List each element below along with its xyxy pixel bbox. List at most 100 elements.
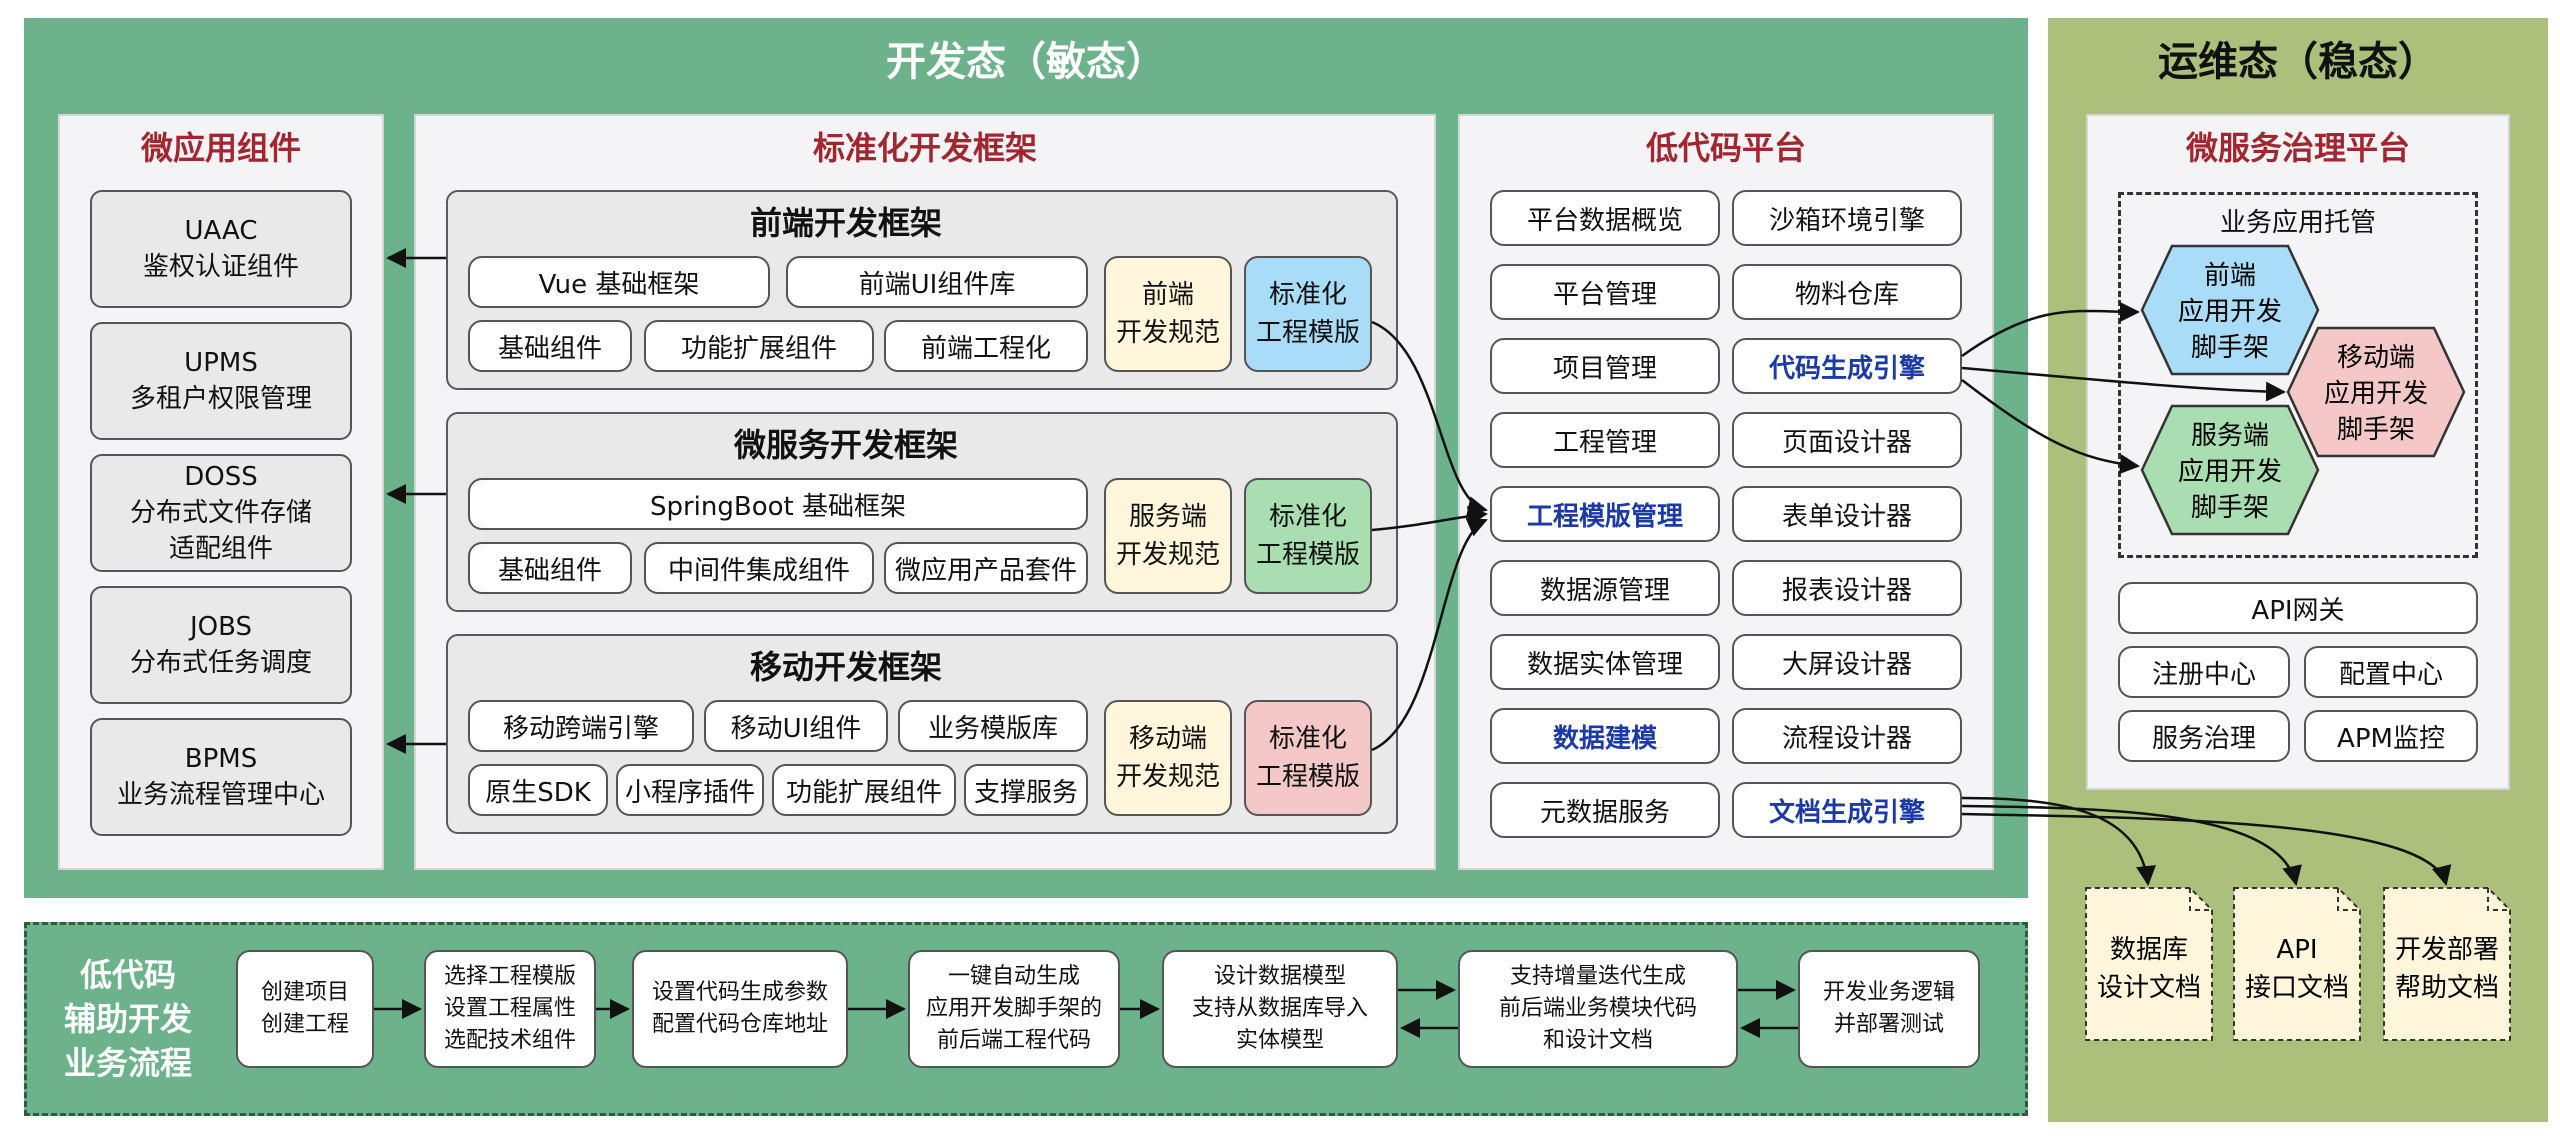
lc-workflow-designer[interactable]: 流程设计器 bbox=[1732, 708, 1962, 764]
svg-text:数据库: 数据库 bbox=[2110, 935, 2188, 965]
fe-ui-library[interactable]: 前端UI组件库 bbox=[786, 256, 1088, 308]
ops-title: 运维态（稳态） bbox=[2158, 39, 2438, 85]
micro-component-upms[interactable]: UPMS 多租户权限管理 bbox=[90, 322, 352, 440]
lc-entity-management[interactable]: 数据实体管理 bbox=[1490, 634, 1720, 690]
hosting-area bbox=[2118, 192, 2478, 558]
lc-platform-overview[interactable]: 平台数据概览 bbox=[1490, 190, 1720, 246]
svg-text:脚手架: 脚手架 bbox=[2191, 493, 2269, 523]
mb-template-library[interactable]: 业务模版库 bbox=[898, 700, 1088, 752]
flow-step-6[interactable]: 支持增量迭代生成 前后端业务模块代码 和设计文档 bbox=[1458, 950, 1738, 1068]
fe-vue-framework[interactable]: Vue 基础框架 bbox=[468, 256, 770, 308]
arrow-codegen-frontend bbox=[1961, 301, 2140, 358]
fe-basic-components[interactable]: 基础组件 bbox=[468, 320, 632, 372]
doc-db-design[interactable]: 数据库 设计文档 bbox=[2085, 887, 2213, 1041]
lc-codegen-engine[interactable]: 代码生成引擎 bbox=[1732, 338, 1962, 394]
arrow-codegen-server bbox=[1961, 379, 2140, 475]
lc-data-modeling[interactable]: 数据建模 bbox=[1490, 708, 1720, 764]
arrow-docgen-db bbox=[1961, 796, 2156, 886]
hex-mobile-scaffold[interactable]: 移动端 应用开发 脚手架 bbox=[2286, 326, 2466, 458]
hosting-title: 业务应用托管 bbox=[2219, 207, 2376, 238]
hex-frontend-scaffold[interactable]: 前端 应用开发 脚手架 bbox=[2140, 244, 2320, 376]
connectors bbox=[374, 248, 2452, 1038]
fe-std-template[interactable]: 标准化 工程模版 bbox=[1244, 256, 1372, 372]
lc-page-designer[interactable]: 页面设计器 bbox=[1732, 412, 1962, 468]
ms-dev-spec[interactable]: 服务端 开发规范 bbox=[1104, 478, 1232, 594]
dev-title: 开发态（敏态） bbox=[886, 39, 1166, 85]
ms-middleware-components[interactable]: 中间件集成组件 bbox=[644, 542, 874, 594]
std-framework-title: 标准化开发框架 bbox=[812, 129, 1037, 167]
frontend-framework-title: 前端开发框架 bbox=[749, 204, 942, 242]
flow-step-2[interactable]: 选择工程模版 设置工程属性 选配技术组件 bbox=[424, 950, 596, 1068]
flow-step-4[interactable]: 一键自动生成 应用开发脚手架的 前后端工程代码 bbox=[908, 950, 1120, 1068]
mb-cross-engine[interactable]: 移动跨端引擎 bbox=[468, 700, 694, 752]
mb-std-template[interactable]: 标准化 工程模版 bbox=[1244, 700, 1372, 816]
lc-engineering-management[interactable]: 工程管理 bbox=[1490, 412, 1720, 468]
svg-text:脚手架: 脚手架 bbox=[2337, 415, 2415, 445]
governance-title: 微服务治理平台 bbox=[2185, 129, 2410, 167]
svg-text:前端: 前端 bbox=[2204, 261, 2256, 291]
config-center[interactable]: 配置中心 bbox=[2304, 646, 2478, 698]
flow-label: 低代码 辅助开发 业务流程 bbox=[63, 956, 192, 1082]
arrow-docgen-api bbox=[1961, 804, 2302, 886]
svg-text:开发部署: 开发部署 bbox=[2395, 935, 2499, 965]
service-governance[interactable]: 服务治理 bbox=[2118, 710, 2290, 762]
microservice-framework-title: 微服务开发框架 bbox=[733, 426, 958, 464]
mb-extension-components[interactable]: 功能扩展组件 bbox=[772, 764, 956, 816]
mb-ui-components[interactable]: 移动UI组件 bbox=[704, 700, 888, 752]
api-gateway[interactable]: API网关 bbox=[2118, 582, 2478, 634]
fe-dev-spec[interactable]: 前端 开发规范 bbox=[1104, 256, 1232, 372]
lc-material-repo[interactable]: 物料仓库 bbox=[1732, 264, 1962, 320]
ms-std-template[interactable]: 标准化 工程模版 bbox=[1244, 478, 1372, 594]
lc-sandbox-engine[interactable]: 沙箱环境引擎 bbox=[1732, 190, 1962, 246]
fe-engineering[interactable]: 前端工程化 bbox=[884, 320, 1088, 372]
mb-native-sdk[interactable]: 原生SDK bbox=[468, 764, 608, 816]
micro-component-uaac[interactable]: UAAC 鉴权认证组件 bbox=[90, 190, 352, 308]
lowcode-title: 低代码平台 bbox=[1645, 129, 1806, 167]
mb-miniapp-plugin[interactable]: 小程序插件 bbox=[616, 764, 764, 816]
svg-text:设计文档: 设计文档 bbox=[2097, 973, 2201, 1003]
arrow-ms-template bbox=[1371, 506, 1488, 532]
flow-step-5[interactable]: 设计数据模型 支持从数据库导入 实体模型 bbox=[1162, 950, 1398, 1068]
lc-metadata-service[interactable]: 元数据服务 bbox=[1490, 782, 1720, 838]
micro-component-bpms[interactable]: BPMS 业务流程管理中心 bbox=[90, 718, 352, 836]
arrow-docgen-deploy bbox=[1961, 812, 2452, 886]
arrow-codegen-mobile bbox=[1961, 366, 2286, 402]
micro-component-doss[interactable]: DOSS 分布式文件存储 适配组件 bbox=[90, 454, 352, 572]
registry-center[interactable]: 注册中心 bbox=[2118, 646, 2290, 698]
lc-form-designer[interactable]: 表单设计器 bbox=[1732, 486, 1962, 542]
mb-dev-spec[interactable]: 移动端 开发规范 bbox=[1104, 700, 1232, 816]
ms-basic-components[interactable]: 基础组件 bbox=[468, 542, 632, 594]
svg-text:应用开发: 应用开发 bbox=[2324, 379, 2428, 409]
flow-step-3[interactable]: 设置代码生成参数 配置代码仓库地址 bbox=[632, 950, 848, 1068]
svg-text:帮助文档: 帮助文档 bbox=[2395, 973, 2499, 1003]
arrow-fe-template bbox=[1371, 320, 1488, 516]
svg-text:接口文档: 接口文档 bbox=[2245, 973, 2349, 1003]
ms-product-suite[interactable]: 微应用产品套件 bbox=[884, 542, 1088, 594]
ms-springboot-framework[interactable]: SpringBoot 基础框架 bbox=[468, 478, 1088, 530]
lc-platform-management[interactable]: 平台管理 bbox=[1490, 264, 1720, 320]
lc-project-management[interactable]: 项目管理 bbox=[1490, 338, 1720, 394]
arrow-mb-template bbox=[1371, 518, 1488, 752]
svg-text:API: API bbox=[2276, 935, 2317, 965]
apm-monitoring[interactable]: APM监控 bbox=[2304, 710, 2478, 762]
svg-text:脚手架: 脚手架 bbox=[2191, 333, 2269, 363]
flow-step-1[interactable]: 创建项目 创建工程 bbox=[236, 950, 374, 1068]
fe-extension-components[interactable]: 功能扩展组件 bbox=[644, 320, 874, 372]
doc-api[interactable]: API 接口文档 bbox=[2233, 887, 2361, 1041]
micro-components-title: 微应用组件 bbox=[140, 129, 301, 167]
doc-deploy-help[interactable]: 开发部署 帮助文档 bbox=[2383, 887, 2511, 1041]
hex-server-scaffold[interactable]: 服务端 应用开发 脚手架 bbox=[2140, 404, 2320, 536]
mobile-framework-title: 移动开发框架 bbox=[749, 648, 942, 686]
svg-text:应用开发: 应用开发 bbox=[2178, 297, 2282, 327]
svg-text:应用开发: 应用开发 bbox=[2178, 457, 2282, 487]
lc-bigscreen-designer[interactable]: 大屏设计器 bbox=[1732, 634, 1962, 690]
lc-report-designer[interactable]: 报表设计器 bbox=[1732, 560, 1962, 616]
lc-template-management[interactable]: 工程模版管理 bbox=[1490, 486, 1720, 542]
flow-step-7[interactable]: 开发业务逻辑 并部署测试 bbox=[1798, 950, 1980, 1068]
svg-text:移动端: 移动端 bbox=[2337, 343, 2415, 373]
lc-docgen-engine[interactable]: 文档生成引擎 bbox=[1732, 782, 1962, 838]
mb-support-services[interactable]: 支撑服务 bbox=[964, 764, 1088, 816]
lc-datasource-management[interactable]: 数据源管理 bbox=[1490, 560, 1720, 616]
micro-component-jobs[interactable]: JOBS 分布式任务调度 bbox=[90, 586, 352, 704]
